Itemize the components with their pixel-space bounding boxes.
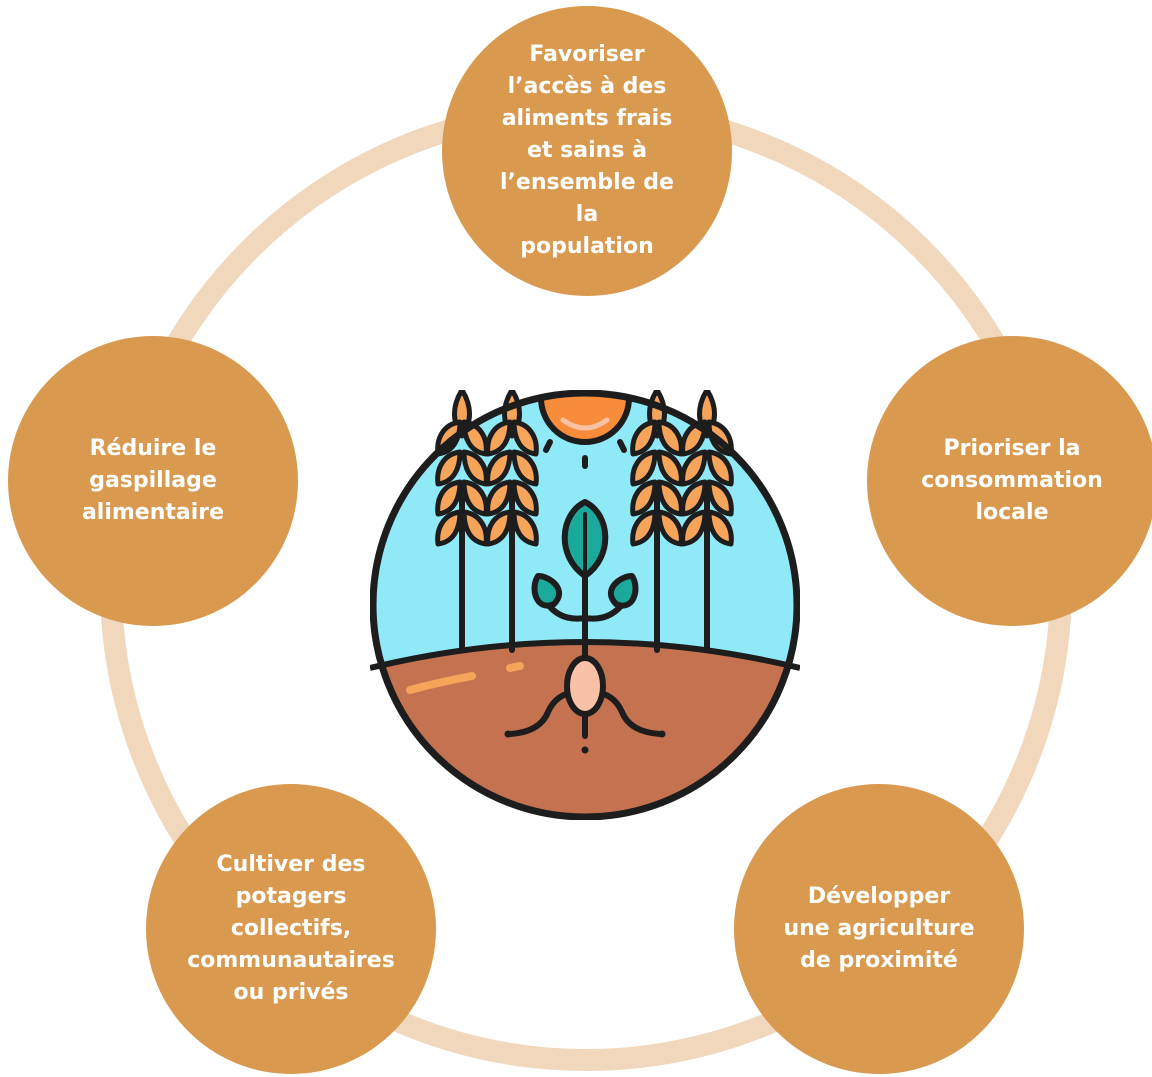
goal-node-reduce-food-waste: Réduire le gaspillage alimentaire [8, 336, 298, 626]
goal-node-collective-gardens: Cultiver des potagers collectifs, commun… [146, 784, 436, 1074]
goal-label-collective-gardens: Cultiver des potagers collectifs, commun… [187, 852, 395, 1005]
goal-label-local-agriculture: Développer une agriculture de proximité [783, 884, 975, 973]
sprouting-plant-with-wheat-icon [370, 390, 800, 820]
goal-label-reduce-food-waste: Réduire le gaspillage alimentaire [81, 436, 225, 525]
goal-node-fresh-food-access: Favoriser l’accès à des aliments frais e… [442, 6, 732, 296]
goal-node-local-agriculture: Développer une agriculture de proximité [734, 784, 1024, 1074]
goal-label-local-consumption: Prioriser la consommation locale [921, 436, 1103, 525]
goal-label-fresh-food-access: Favoriser l’accès à des aliments frais e… [500, 42, 674, 259]
goal-node-local-consumption: Prioriser la consommation locale [867, 336, 1152, 626]
